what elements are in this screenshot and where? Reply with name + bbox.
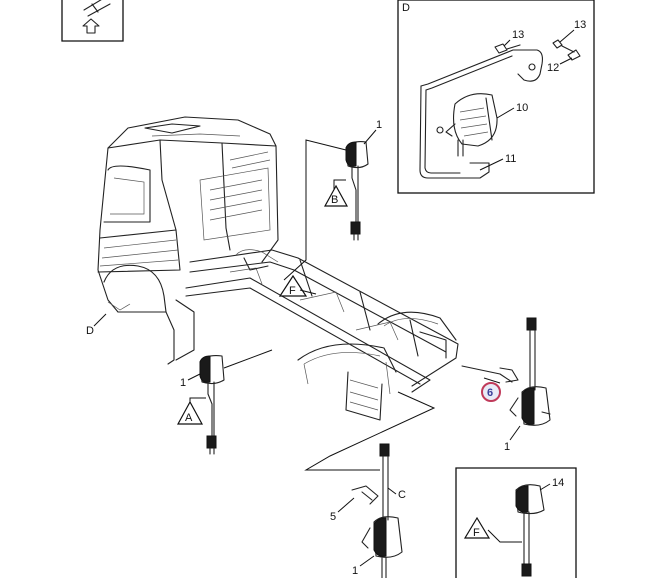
detail-d-cab-label: D — [86, 325, 94, 337]
part-6-highlight-ring[interactable] — [481, 382, 501, 402]
lamp-assembly-right: 1 6 — [481, 317, 551, 453]
part-10-label: 10 — [516, 102, 528, 114]
view-b-triangle-icon — [323, 184, 349, 207]
part-11-label: 11 — [505, 153, 516, 165]
part-1-right-label: 1 — [504, 441, 510, 453]
part-5-label: 5 — [330, 511, 336, 523]
view-f-triangle-icon — [278, 274, 308, 297]
chassis-frame — [185, 249, 519, 421]
view-f-box-triangle-icon — [463, 516, 491, 539]
lamp-assembly-top: 1 B — [283, 119, 382, 281]
part-12-label: 12 — [547, 62, 559, 74]
view-a-triangle-icon — [176, 400, 204, 425]
view-a-label: A — [185, 412, 193, 424]
part-6-highlight-label[interactable]: 6 — [487, 387, 493, 399]
truck-cab — [97, 116, 279, 365]
detail-box-bottom-right: 14 F — [455, 467, 577, 578]
part-1-left-label: 1 — [180, 377, 186, 389]
part-c-label: C — [398, 489, 406, 501]
part-1-top-label: 1 — [376, 119, 382, 131]
part-13b-label: 13 — [574, 19, 586, 31]
view-f-box-label: F — [473, 527, 480, 539]
up-arrow-icon — [82, 18, 100, 34]
detail-box-top-left — [61, 0, 124, 42]
part-1-bottom-label: 1 — [352, 565, 358, 577]
part-13a-label: 13 — [512, 29, 524, 41]
view-b-label: B — [331, 194, 338, 206]
detail-d-box: D 13 13 12 10 11 — [397, 0, 595, 194]
view-f-chassis: F — [278, 274, 317, 297]
lamp-assembly-bottom: C 5 1 — [330, 443, 406, 579]
part-14-label: 14 — [552, 477, 564, 489]
view-f-chassis-label: F — [289, 285, 296, 297]
lamp-assembly-left: 1 A — [176, 349, 273, 455]
detail-d-label: D — [402, 2, 410, 14]
